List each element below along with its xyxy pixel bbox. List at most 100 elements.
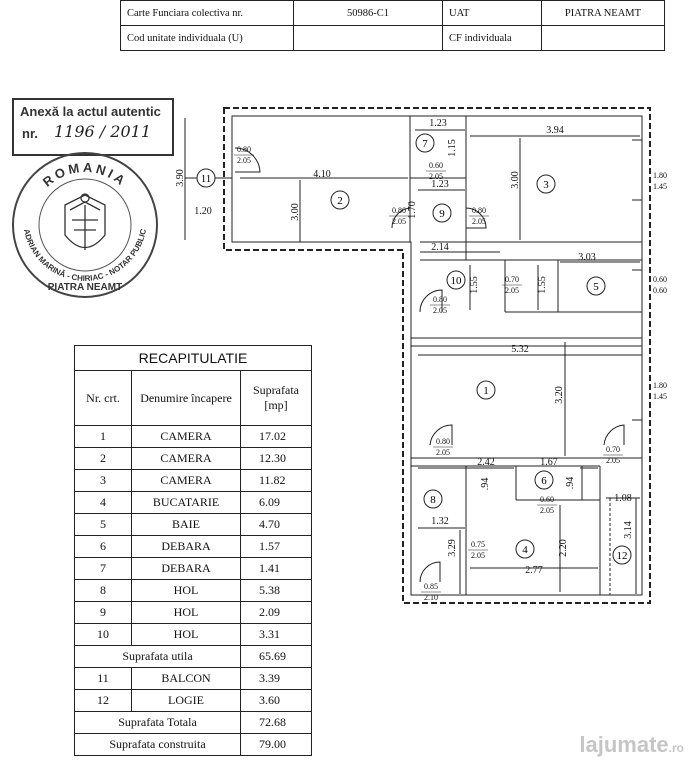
room-number-marker: 1	[476, 380, 496, 400]
dimension-label: 1.55	[537, 276, 548, 294]
door-height-label: 2.05	[433, 306, 447, 315]
door-height-label: 2.05	[471, 551, 485, 560]
door-height-label: 2.05	[392, 217, 406, 226]
dimension-label: 3.29	[447, 539, 458, 557]
dimension-label: 1.55	[469, 276, 480, 294]
row-nr: 2	[74, 447, 132, 470]
watermark-text: lajumate	[579, 732, 669, 757]
row-area: 11.82	[240, 469, 312, 492]
recap-table: RECAPITULATIE Nr. crt. Denumire încapere…	[74, 345, 312, 756]
window-width-label: 1.80	[653, 171, 667, 180]
room-circle	[476, 380, 496, 400]
room-number-marker: 6	[534, 470, 554, 490]
dimension-label: 3.94	[546, 125, 564, 136]
door-width-label: 0.60	[540, 495, 554, 504]
row-area: 1.41	[240, 557, 312, 580]
window-height-label: 1.45	[653, 392, 667, 401]
room-circle	[196, 168, 216, 188]
room-circle	[432, 203, 452, 223]
annex-stamp-prefix: nr.	[22, 126, 38, 141]
row-area: 17.02	[240, 425, 312, 448]
dimension-label: .94	[480, 478, 491, 491]
dimension-label: 1.08	[614, 493, 632, 504]
row-nr: 6	[74, 535, 132, 558]
dimension-label: 1.23	[431, 179, 449, 190]
useful-area-label: Suprafata utila	[74, 645, 241, 668]
dimension-label: 2.77	[525, 565, 543, 576]
unit-code-value	[293, 25, 443, 51]
row-name: DEBARA	[131, 535, 241, 558]
row-nr: 10	[74, 623, 132, 646]
dimension-label: 2.14	[431, 242, 449, 253]
room-number: 9	[439, 208, 445, 220]
row-name: LOGIE	[131, 689, 241, 712]
door-width-label: 0.85	[424, 582, 438, 591]
unit-code-label: Cod unitate individuala (U)	[120, 25, 294, 51]
door-height-label: 2.05	[606, 456, 620, 465]
row-area: 2.09	[240, 601, 312, 624]
recap-title: RECAPITULATIE	[74, 345, 312, 371]
useful-area-value: 65.69	[240, 645, 312, 668]
built-area-value: 79.00	[240, 733, 312, 756]
seal-bottom-text: PIATRA NEAMT	[48, 282, 122, 293]
row-area: 3.39	[240, 667, 312, 690]
col-name-header: Denumire încapere	[131, 370, 241, 426]
row-area: 3.31	[240, 623, 312, 646]
door-height-label: 2.05	[429, 172, 443, 181]
room-number: 10	[451, 275, 463, 287]
room-number-marker: 8	[423, 489, 443, 509]
dimension-label: 3.20	[554, 386, 565, 404]
row-nr: 7	[74, 557, 132, 580]
useful-area-row: Suprafata utila 65.69	[74, 645, 312, 668]
row-area: 1.57	[240, 535, 312, 558]
room-number: 7	[422, 138, 428, 150]
room-number: 5	[593, 281, 599, 293]
row-nr: 3	[74, 469, 132, 492]
row-nr: 4	[74, 491, 132, 514]
door-height-label: 2.05	[540, 506, 554, 515]
cf-individual-label: CF individuala	[442, 25, 542, 51]
door-width-label: 0.80	[433, 295, 447, 304]
row-name: HOL	[131, 579, 241, 602]
dimension-label: 1.15	[447, 139, 458, 157]
door-width-label: 0.70	[505, 275, 519, 284]
watermark: lajumate.ro	[579, 732, 684, 758]
row-name: CAMERA	[131, 425, 241, 448]
row-nr: 11	[74, 667, 132, 690]
header-row-2: Cod unitate individuala (U) CF individua…	[120, 25, 665, 51]
row-nr: 9	[74, 601, 132, 624]
row-nr: 1	[74, 425, 132, 448]
row-area: 4.70	[240, 513, 312, 536]
dimension-label: 3.90	[175, 169, 186, 187]
dimension-label: 4.10	[313, 169, 331, 180]
annex-stamp: Anexă la actul autentic nr. 1196 / 2011	[12, 98, 174, 156]
room-circle	[415, 133, 435, 153]
room-number-marker: 11	[196, 168, 216, 188]
door-width-label: 0.80	[392, 206, 406, 215]
door-width-label: 0.70	[606, 445, 620, 454]
row-name: CAMERA	[131, 469, 241, 492]
room-number-marker: 3	[536, 174, 556, 194]
room-number-marker: 9	[432, 203, 452, 223]
room-circle	[612, 545, 632, 565]
dimension-label: .94	[565, 477, 576, 490]
row-name: BALCON	[131, 667, 241, 690]
room-circle	[446, 270, 466, 290]
room-circle	[330, 190, 350, 210]
annex-stamp-handwritten-number: 1196 / 2011	[54, 122, 151, 141]
row-name: CAMERA	[131, 447, 241, 470]
room-circle	[423, 489, 443, 509]
door-height-label: 2.05	[505, 286, 519, 295]
dimension-label: 1.23	[429, 118, 447, 129]
